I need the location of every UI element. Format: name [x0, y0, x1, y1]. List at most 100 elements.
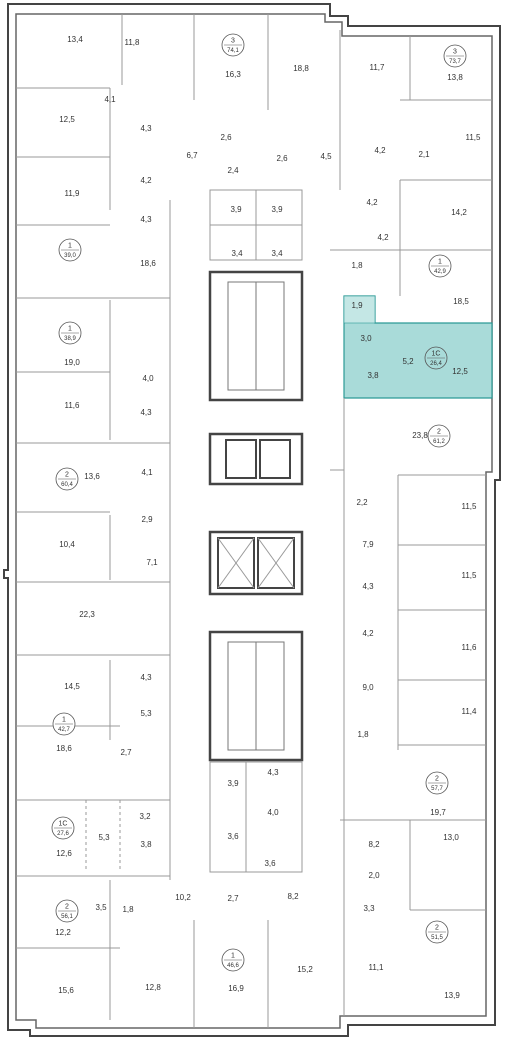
- room-area-label: 3,9: [271, 205, 283, 214]
- room-area-label: 10,4: [59, 540, 75, 549]
- badge-rooms: 2: [65, 904, 69, 911]
- badge-rooms: 1: [231, 953, 235, 960]
- room-area-label: 2,0: [368, 871, 380, 880]
- room-area-label: 12,2: [55, 928, 71, 937]
- room-area-label: 13,4: [67, 35, 83, 44]
- room-area-label: 11,5: [466, 133, 482, 142]
- room-area-label: 4,3: [140, 408, 152, 417]
- room-area-label: 7,1: [146, 558, 158, 567]
- room-area-label: 3,9: [227, 779, 239, 788]
- room-area-label: 2,6: [220, 133, 232, 142]
- room-area-label: 4,2: [362, 629, 374, 638]
- apartment-badge[interactable]: 146,6: [221, 948, 245, 972]
- apartment-badge[interactable]: 373,7: [443, 44, 467, 68]
- room-area-label: 3,4: [231, 249, 243, 258]
- room-area-label: 5,2: [402, 357, 414, 366]
- apartment-badge[interactable]: 1С 26,4: [424, 346, 448, 370]
- badge-rooms: 2: [435, 776, 439, 783]
- building-shell: [3, 3, 501, 1037]
- room-area-label: 1,8: [351, 261, 363, 270]
- room-area-label: 11,6: [462, 643, 478, 652]
- room-area-label: 11,4: [462, 707, 478, 716]
- room-area-label: 18,8: [293, 64, 309, 73]
- badge-total-area: 60,4: [61, 482, 73, 488]
- badge-rooms: 1С: [59, 821, 68, 828]
- room-area-label: 4,0: [142, 374, 154, 383]
- room-area-label: 1,8: [357, 730, 369, 739]
- room-area-label: 18,5: [453, 297, 469, 306]
- room-area-label: 2,7: [120, 748, 132, 757]
- room-area-label: 14,5: [64, 682, 80, 691]
- badge-rooms: 1: [438, 259, 442, 266]
- room-area-label: 23,8: [412, 431, 428, 440]
- badge-rooms: 1: [68, 326, 72, 333]
- badge-total-area: 26,4: [430, 361, 442, 367]
- badge-rooms: 1: [62, 717, 66, 724]
- room-area-label: 3,4: [271, 249, 283, 258]
- badge-total-area: 73,7: [449, 59, 461, 65]
- apartment-badge[interactable]: 256,1: [55, 899, 79, 923]
- room-area-label: 5,3: [98, 833, 110, 842]
- badge-total-area: 27,6: [57, 831, 69, 837]
- room-area-label: 11,1: [369, 963, 385, 972]
- room-area-label: 11,5: [462, 502, 478, 511]
- apartment-badge[interactable]: 261,2: [427, 424, 451, 448]
- badge-rooms: 3: [231, 38, 235, 45]
- room-area-label: 1,8: [122, 905, 134, 914]
- partitions: [16, 14, 492, 1028]
- room-area-label: 3,6: [264, 859, 276, 868]
- apartment-badge[interactable]: 142,9: [428, 254, 452, 278]
- room-area-label: 3,6: [227, 832, 239, 841]
- room-area-label: 8,2: [287, 892, 299, 901]
- room-area-label: 3,0: [360, 334, 372, 343]
- room-area-label: 12,8: [145, 983, 161, 992]
- room-area-label: 6,7: [186, 151, 198, 160]
- room-area-label: 3,8: [367, 371, 379, 380]
- apartment-badge[interactable]: 142,7: [52, 712, 76, 736]
- badge-total-area: 57,7: [431, 786, 443, 792]
- room-area-label: 4,3: [140, 124, 152, 133]
- apartment-badge[interactable]: 1С 27,6: [51, 816, 75, 840]
- room-area-label: 11,7: [370, 63, 386, 72]
- room-area-label: 2,2: [356, 498, 368, 507]
- room-area-label: 3,9: [230, 205, 242, 214]
- badge-rooms: 3: [453, 49, 457, 56]
- room-area-label: 4,3: [267, 768, 279, 777]
- apartment-badge[interactable]: 260,4: [55, 467, 79, 491]
- room-area-label: 3,5: [95, 903, 107, 912]
- room-area-label: 4,1: [104, 95, 116, 104]
- room-area-label: 4,2: [377, 233, 389, 242]
- room-area-label: 4,3: [362, 582, 374, 591]
- room-area-label: 14,2: [451, 208, 467, 217]
- room-area-label: 4,5: [320, 152, 332, 161]
- room-area-label: 4,3: [140, 215, 152, 224]
- badge-rooms: 1: [68, 243, 72, 250]
- room-area-label: 19,0: [64, 358, 80, 367]
- room-area-label: 4,2: [374, 146, 386, 155]
- building-core: [208, 189, 304, 873]
- apartment-badge[interactable]: 138,9: [58, 321, 82, 345]
- room-area-label: 11,6: [65, 401, 81, 410]
- room-area-label: 3,8: [140, 840, 152, 849]
- room-area-label: 10,2: [175, 893, 191, 902]
- room-area-label: 12,6: [56, 849, 72, 858]
- room-area-label: 2,9: [141, 515, 153, 524]
- apartment-badge[interactable]: 257,7: [425, 771, 449, 795]
- apartment-badge[interactable]: 139,0: [58, 238, 82, 262]
- room-area-label: 3,2: [139, 812, 151, 821]
- room-area-label: 11,5: [462, 571, 478, 580]
- room-area-label: 8,2: [368, 840, 380, 849]
- room-area-label: 12,5: [452, 367, 468, 376]
- badge-rooms: 1С: [432, 351, 441, 358]
- room-area-label: 3,3: [363, 904, 375, 913]
- room-area-label: 4,1: [141, 468, 153, 477]
- apartment-badge[interactable]: 374,1: [221, 33, 245, 57]
- room-area-label: 5,3: [140, 709, 152, 718]
- room-area-label: 11,9: [65, 189, 81, 198]
- room-area-label: 18,6: [56, 744, 72, 753]
- apartment-highlight[interactable]: [343, 295, 493, 399]
- apartment-badge[interactable]: 251,5: [425, 920, 449, 944]
- badge-total-area: 74,1: [227, 48, 239, 54]
